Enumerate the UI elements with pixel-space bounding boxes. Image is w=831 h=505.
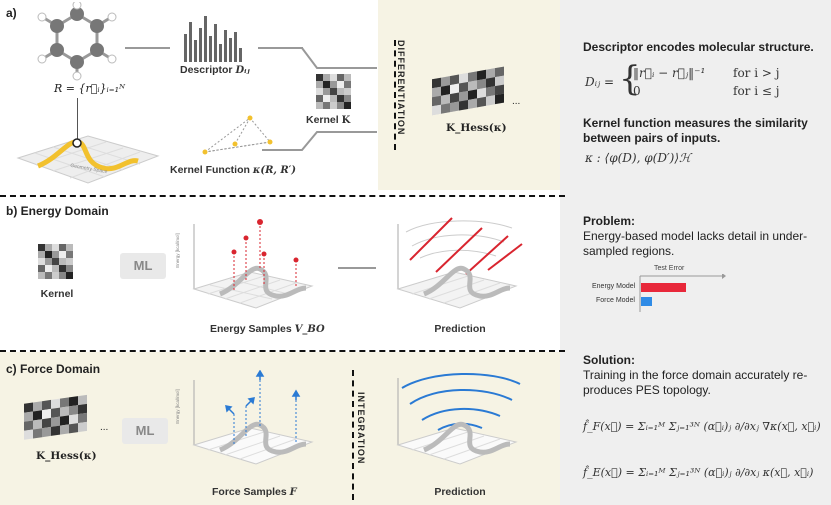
energy-samples-symbol: V_BO	[294, 324, 325, 335]
benzene-molecule	[37, 2, 117, 81]
kernel-equation: κ : ⟨φ(D), φ(D′)⟩ℋ	[585, 151, 691, 165]
hessian-ellipsis-c: ...	[100, 422, 109, 433]
kernel-caption: Kernel K	[306, 114, 376, 126]
ml-box-b: ML	[120, 253, 166, 279]
separator-ab	[0, 195, 565, 197]
separator-bc	[0, 350, 565, 352]
descriptor-title: Descriptor encodes molecular structure.	[583, 40, 814, 54]
kernel-function-graph	[202, 115, 273, 155]
force-samples-plot	[192, 370, 314, 465]
solution-text: Training in the force domain accurately …	[583, 368, 808, 397]
kernel-function-symbol: κ(R, R′)	[252, 165, 297, 176]
force-model-label: Force Model	[596, 297, 635, 304]
force-samples-symbol: F	[289, 487, 297, 498]
descriptor-equation: Dᵢⱼ = { ‖r⃗ᵢ − r⃗ⱼ‖⁻¹ for i > j 0 for i …	[585, 59, 825, 104]
hessian-kernel-symbol-c: K_Hess(κ)	[36, 450, 97, 462]
connector-samples-prediction-b	[338, 267, 376, 269]
descriptor-case1-cond: for i > j	[733, 66, 780, 80]
energy-model-bar	[641, 283, 686, 292]
descriptor-caption: Descriptor Dᵢⱼ	[180, 64, 280, 76]
force-samples-label: Force Samples	[212, 486, 287, 498]
kernel-function-caption: Kernel Function κ(R, R′)	[170, 164, 340, 176]
kernel-label-b: Kernel	[40, 288, 74, 300]
energy-samples-caption: Energy Samples V_BO	[210, 323, 350, 335]
energy-axis-label-c: Energy [kcal/mol]	[174, 389, 180, 424]
hessian-ellipsis: ...	[512, 96, 521, 107]
descriptor-case2: 0	[633, 84, 641, 98]
kernel-matrix-b	[38, 244, 73, 279]
connector-molecule-descriptor	[125, 47, 170, 49]
descriptor-case2-cond: for i ≤ j	[733, 84, 780, 98]
panel-arrow-shape	[560, 0, 580, 505]
kernel-title: Kernel function measures the similarity …	[583, 116, 808, 145]
hessian-kernel-matrix-c	[24, 394, 87, 440]
descriptor-eq-lhs: Dᵢⱼ =	[585, 75, 615, 89]
integration-label: INTEGRATION	[356, 392, 366, 465]
integration-dashed-line	[352, 370, 354, 500]
positions-formula: R = {r⃗ᵢ}ᵢ₌₁ᴺ	[54, 82, 126, 95]
descriptor-histogram	[184, 16, 242, 62]
kernel-function-label: Kernel Function	[170, 164, 250, 176]
hessian-kernel-matrix	[432, 66, 504, 116]
prediction-label-b: Prediction	[434, 323, 486, 335]
energy-samples-plot	[192, 219, 314, 309]
energy-model-label: Energy Model	[592, 283, 636, 290]
force-samples-caption: Force Samples F	[212, 486, 342, 498]
ml-box-c: ML	[122, 418, 168, 444]
panel-b-label: b) Energy Domain	[6, 204, 109, 218]
kernel-symbol: K	[341, 115, 351, 126]
differentiation-label: DIFFERENTIATION	[396, 40, 406, 136]
problem-title: Problem:	[583, 214, 636, 228]
prediction-label-c: Prediction	[434, 486, 486, 498]
hessian-kernel-symbol: K_Hess(κ)	[446, 122, 507, 134]
geometry-space-surface	[16, 135, 160, 184]
energy-samples-label: Energy Samples	[210, 323, 292, 335]
connector-kernel-differentiation	[262, 47, 377, 151]
kernel-label: Kernel	[306, 114, 339, 126]
problem-text: Energy-based model lacks detail in under…	[583, 229, 808, 258]
kernel-matrix-cells	[316, 74, 351, 109]
panel-a-label: a)	[6, 6, 17, 20]
panel-c-label: c) Force Domain	[6, 362, 101, 376]
descriptor-symbol: Dᵢⱼ	[235, 65, 250, 76]
force-model-bar	[641, 297, 653, 306]
force-prediction-plot	[396, 373, 521, 465]
descriptor-case1: ‖r⃗ᵢ − r⃗ⱼ‖⁻¹	[633, 66, 706, 80]
energy-equation: f̂_E(x⃗) = Σᵢ₌₁ᴹ Σⱼ₌₁³ᴺ (α⃗ᵢ)ⱼ ∂/∂xⱼ κ(x…	[583, 466, 814, 479]
differentiation-dashed-line	[394, 40, 396, 150]
energy-prediction-plot	[396, 217, 523, 309]
right-panel-background	[560, 0, 831, 505]
descriptor-label: Descriptor	[180, 64, 233, 76]
solution-title: Solution:	[583, 353, 635, 367]
molecule-connector	[77, 98, 78, 140]
test-error-title: Test Error	[654, 265, 685, 272]
test-error-axes	[639, 274, 726, 312]
brace-icon: {	[619, 59, 641, 99]
force-equation: f̂_F(x⃗) = Σᵢ₌₁ᴹ Σⱼ₌₁³ᴺ (α⃗ᵢ)ⱼ ∂/∂xⱼ ∇κ(…	[583, 420, 821, 433]
energy-axis-label-b: Energy [kcal/mol]	[174, 233, 180, 268]
